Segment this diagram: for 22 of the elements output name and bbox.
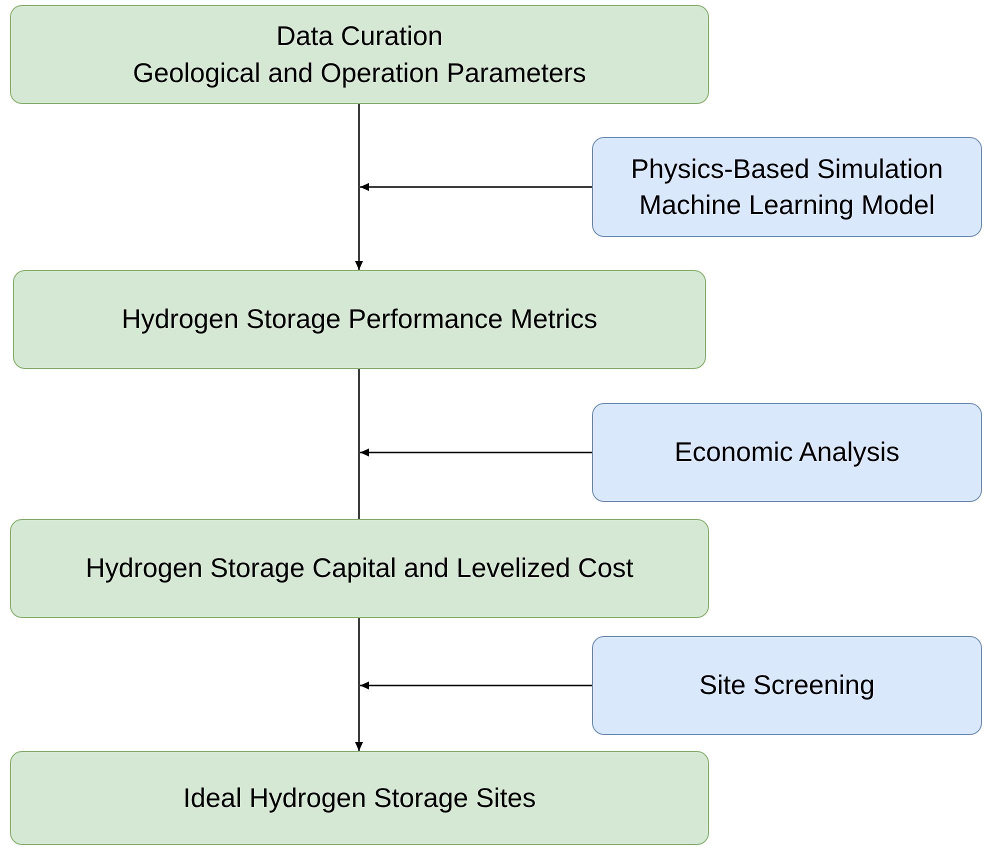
- arrow: [355, 104, 363, 270]
- box-text: Geological and Operation Parameters: [132, 56, 586, 90]
- arrow: [355, 618, 363, 751]
- process-box: [10, 5, 709, 104]
- arrow: [360, 448, 592, 456]
- box-text: Data Curation: [276, 20, 443, 54]
- process-box: [592, 636, 982, 735]
- box-text: Hydrogen Storage Capital and Levelized Cost: [86, 552, 634, 586]
- arrow: [360, 183, 592, 191]
- process-box: [10, 751, 709, 845]
- box-text: Ideal Hydrogen Storage Sites: [183, 782, 536, 815]
- process-box: [10, 519, 709, 618]
- arrow: [360, 682, 592, 690]
- box-text: Economic Analysis: [674, 436, 900, 470]
- process-box: [592, 403, 982, 502]
- box-text: Site Screening: [699, 669, 875, 702]
- connector-line: [358, 369, 360, 519]
- process-box: [13, 270, 706, 369]
- box-text: Hydrogen Storage Performance Metrics: [122, 303, 598, 336]
- box-text: Machine Learning Model: [639, 189, 935, 222]
- box-text: Physics-Based Simulation: [630, 152, 944, 186]
- process-box: [592, 137, 982, 237]
